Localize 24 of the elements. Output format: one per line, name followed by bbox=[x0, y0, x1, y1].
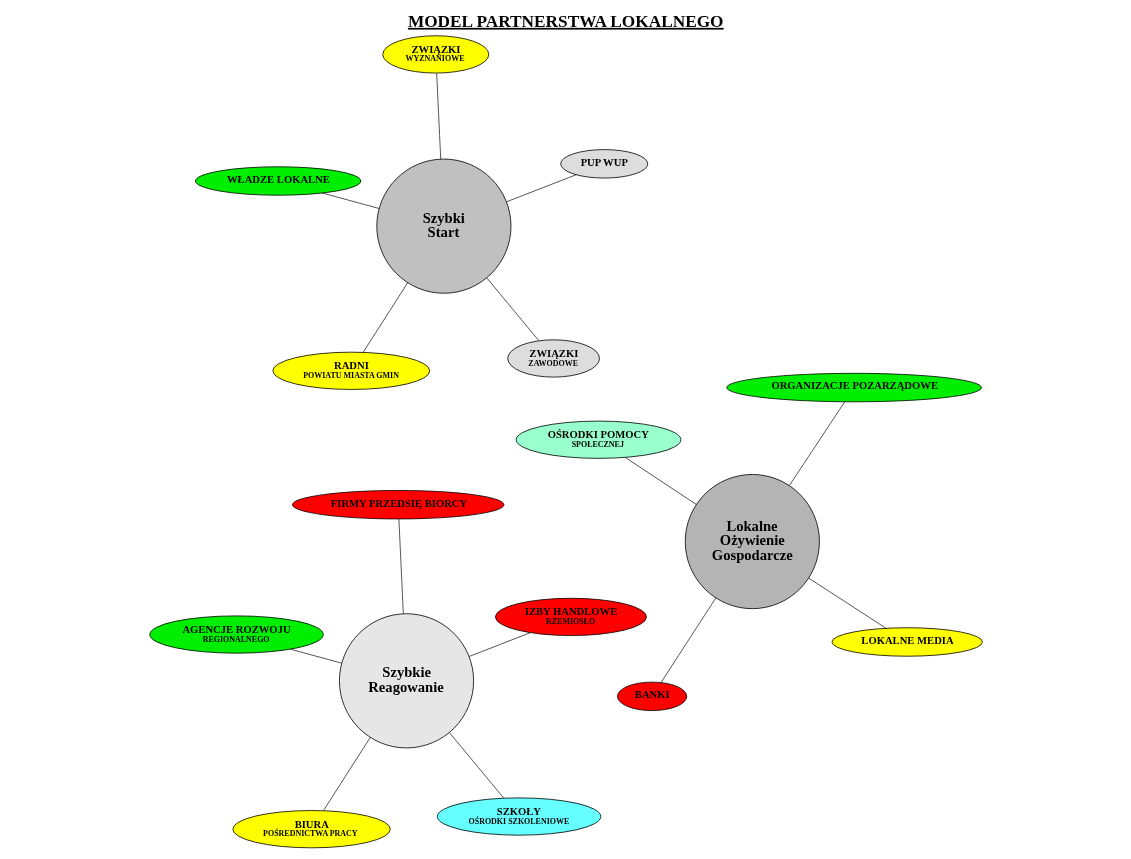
diagram-title: MODEL PARTNERSTWA LOKALNEGO bbox=[407, 11, 724, 31]
connector bbox=[435, 73, 441, 160]
connector bbox=[624, 457, 697, 505]
connector bbox=[485, 277, 539, 341]
node-ellipse: BANKI bbox=[616, 681, 687, 711]
connector bbox=[362, 282, 408, 353]
node-ellipse: ORGANIZACJE POZARZĄDOWE bbox=[725, 372, 982, 403]
connector bbox=[660, 597, 716, 683]
connector bbox=[321, 192, 379, 209]
node-ellipse: PUP WUP bbox=[559, 149, 648, 179]
node-ellipse: LOKALNE MEDIA bbox=[831, 627, 983, 657]
connector bbox=[505, 174, 577, 203]
connector bbox=[289, 648, 342, 664]
connector bbox=[322, 737, 371, 811]
connector bbox=[788, 401, 845, 486]
node-circle: Szybkie Reagowanie bbox=[338, 613, 474, 749]
connector bbox=[468, 632, 530, 657]
connector bbox=[448, 732, 504, 799]
connector bbox=[398, 518, 404, 614]
connector bbox=[807, 577, 887, 629]
node-ellipse: WŁADZE LOKALNE bbox=[194, 166, 361, 196]
node-circle: Szybki Start bbox=[375, 158, 511, 294]
node-ellipse: FIRMY PRZEDSIĘ BIORCY bbox=[291, 490, 504, 520]
node-circle: Lokalne Ożywienie Gospodarcze bbox=[684, 474, 820, 610]
